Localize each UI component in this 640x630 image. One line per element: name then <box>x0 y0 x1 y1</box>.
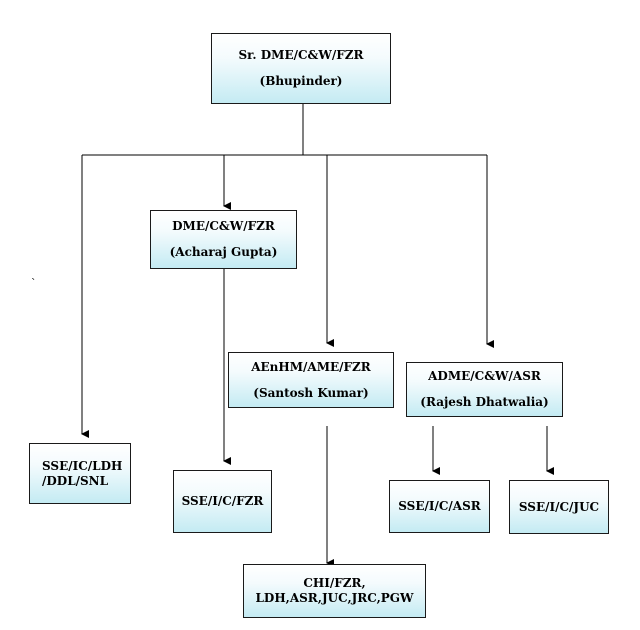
node-sr-dme-title: Sr. DME/C&W/FZR <box>238 48 364 62</box>
node-dme-title: DME/C&W/FZR <box>172 219 275 233</box>
node-aenhm-title: AEnHM/AME/FZR <box>251 359 371 374</box>
node-sse-juc-title: SSE/I/C/JUC <box>518 499 600 514</box>
node-sse-asr: SSE/I/C/ASR <box>389 480 490 533</box>
node-sse-fzr-title: SSE/I/C/FZR <box>181 494 264 508</box>
node-adme: ADME/C&W/ASR (Rajesh Dhatwalia) <box>406 362 563 417</box>
node-sse-ldh-line2: /DDL/SNL <box>42 473 109 488</box>
node-sr-dme-name: (Bhupinder) <box>259 74 343 88</box>
node-chi-line2: LDH,ASR,JUC,JRC,PGW <box>255 591 414 605</box>
node-adme-title: ADME/C&W/ASR <box>428 369 541 383</box>
node-adme-name: (Rajesh Dhatwalia) <box>420 395 549 409</box>
node-aenhm-name: (Santosh Kumar) <box>253 385 369 400</box>
node-aenhm: AEnHM/AME/FZR (Santosh Kumar) <box>228 352 394 408</box>
stray-mark: ` <box>31 277 37 290</box>
node-sse-juc: SSE/I/C/JUC <box>509 480 609 534</box>
node-chi: CHI/FZR, LDH,ASR,JUC,JRC,PGW <box>243 564 426 618</box>
node-sse-ldh: SSE/IC/LDH /DDL/SNL <box>29 443 131 504</box>
node-sse-fzr: SSE/I/C/FZR <box>173 470 272 533</box>
node-chi-line1: CHI/FZR, <box>303 576 366 590</box>
node-dme: DME/C&W/FZR (Acharaj Gupta) <box>150 210 297 269</box>
node-dme-name: (Acharaj Gupta) <box>169 245 278 259</box>
node-sr-dme: Sr. DME/C&W/FZR (Bhupinder) <box>211 33 391 104</box>
node-sse-ldh-line1: SSE/IC/LDH <box>42 458 123 473</box>
node-sse-asr-title: SSE/I/C/ASR <box>398 499 481 513</box>
